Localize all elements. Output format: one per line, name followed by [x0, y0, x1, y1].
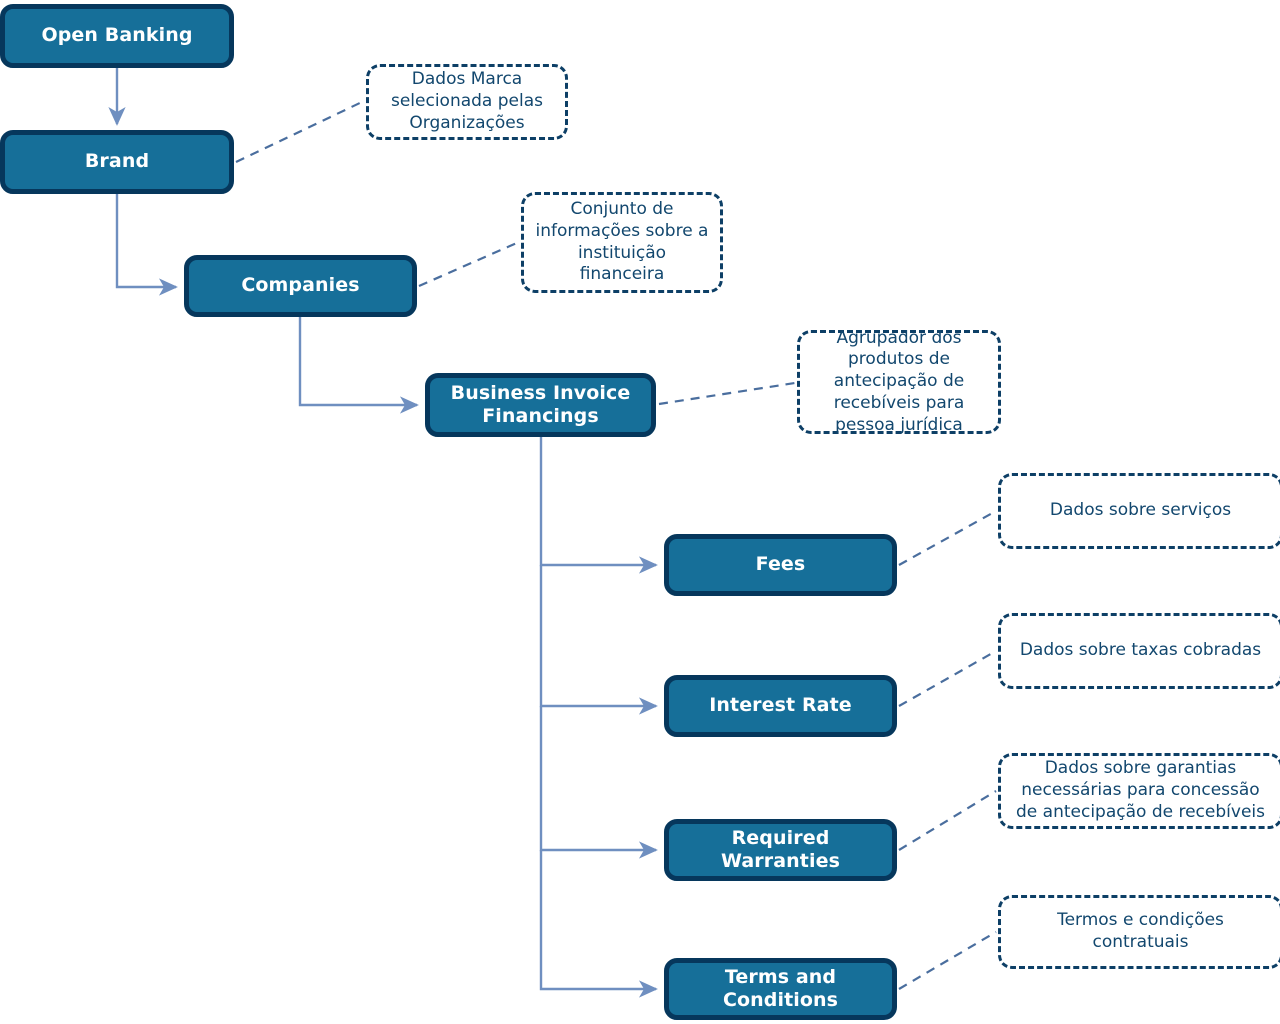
note-interest-rate: Dados sobre taxas cobradas	[998, 613, 1280, 689]
note-fees-label: Dados sobre serviços	[1049, 500, 1232, 521]
node-brand-label: Brand	[84, 150, 150, 173]
node-brand[interactable]: Brand	[0, 130, 234, 194]
node-companies-label: Companies	[241, 274, 360, 297]
edge-bif-interest-rate	[539, 565, 658, 715]
note-terms-and-conditions-label: Termos e condições contratuais	[1057, 910, 1224, 952]
note-business-invoice-financings-label: Agrupador dos produtos de antecipação de…	[833, 327, 965, 435]
note-companies: Conjunto de informações sobre a institui…	[521, 192, 723, 293]
note-interest-rate-label: Dados sobre taxas cobradas	[1019, 640, 1262, 661]
note-business-invoice-financings: Agrupador dos produtos de antecipação de…	[797, 327, 1001, 435]
edge-note-fees	[898, 510, 997, 566]
node-fees[interactable]: Fees	[664, 534, 897, 596]
node-terms-and-conditions-label: Terms and Conditions	[722, 965, 839, 1011]
node-required-warranties-label: Required Warranties	[721, 826, 840, 872]
edge-note-brand	[235, 100, 365, 163]
node-business-invoice-financings-label: Business Invoice Financings	[450, 381, 631, 427]
note-brand: Dados Marca selecionada pelas Organizaçõ…	[366, 64, 568, 140]
edge-note-terms-and-conditions	[898, 931, 997, 990]
note-fees: Dados sobre serviços	[998, 473, 1280, 549]
edge-companies-business-invoice-financings	[298, 317, 419, 414]
edge-brand-companies	[115, 194, 178, 296]
node-interest-rate[interactable]: Interest Rate	[664, 675, 897, 737]
node-required-warranties[interactable]: Required Warranties	[664, 819, 897, 881]
node-fees-label: Fees	[755, 553, 806, 576]
node-open-banking-label: Open Banking	[41, 24, 193, 47]
edge-note-companies	[418, 240, 520, 288]
note-required-warranties: Dados sobre garantias necessárias para c…	[998, 753, 1280, 829]
edge-note-bif	[658, 381, 796, 406]
edge-bif-required-warranties	[539, 706, 658, 859]
node-companies[interactable]: Companies	[184, 255, 417, 317]
edge-note-interest-rate	[898, 650, 997, 707]
node-terms-and-conditions[interactable]: Terms and Conditions	[664, 958, 897, 1020]
node-business-invoice-financings[interactable]: Business Invoice Financings	[425, 373, 656, 437]
node-open-banking[interactable]: Open Banking	[0, 4, 234, 68]
note-companies-label: Conjunto de informações sobre a institui…	[535, 199, 709, 285]
edge-note-required-warranties	[898, 790, 997, 851]
node-interest-rate-label: Interest Rate	[709, 694, 852, 717]
edge-bif-fees	[539, 437, 658, 574]
note-brand-label: Dados Marca selecionada pelas Organizaçõ…	[390, 69, 544, 133]
note-required-warranties-label: Dados sobre garantias necessárias para c…	[1016, 758, 1265, 822]
edge-bif-terms-and-conditions	[539, 850, 658, 998]
note-terms-and-conditions: Termos e condições contratuais	[998, 895, 1280, 969]
